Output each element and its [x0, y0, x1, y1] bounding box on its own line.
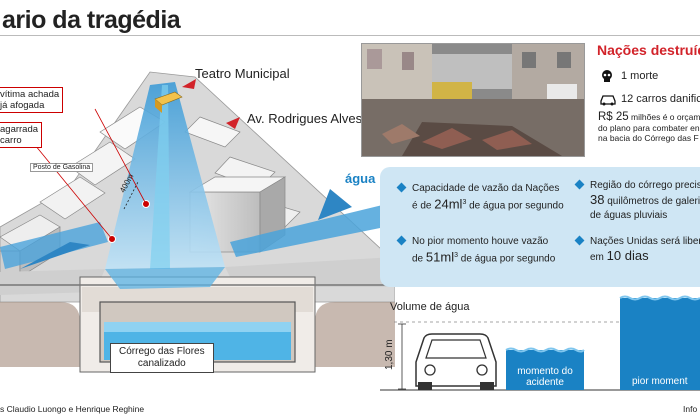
diamond-bullet-icon — [396, 235, 407, 246]
vitima-callout: vítima achada já afogada — [0, 87, 64, 113]
corrego-line2: canalizado — [137, 358, 186, 369]
title-divider — [0, 35, 700, 36]
vazao-sup: 3 — [454, 252, 458, 259]
title-bar: ario da tragédia — [0, 0, 700, 36]
vazao-value: 51ml — [425, 249, 455, 265]
bullet-regiao: Região do córrego precisa 38 quilômetros… — [574, 179, 700, 223]
liberacao-pre: em — [590, 252, 607, 263]
pior-label: pior moment — [632, 376, 688, 387]
bullet-liberacao: Nações Unidas será libera em 10 dias — [574, 235, 700, 265]
carros-text: 12 carros danificado — [621, 93, 700, 105]
scene-photo — [361, 43, 585, 157]
stat-carros: 12 carros danificado — [599, 92, 700, 106]
diamond-bullet-icon — [574, 235, 585, 246]
cost-value: R$ 25 — [598, 111, 629, 123]
cost-line1: milhões é o orçam — [628, 112, 700, 122]
diamond-bullet-icon — [396, 182, 407, 193]
footer: s Claudio Luongo e Henrique Reghine Info — [0, 402, 700, 416]
regiao-line2: quilômetros de galeria — [604, 196, 700, 207]
capacidade-line1: Capacidade de vazão da Nações — [412, 183, 560, 194]
vazao-line1: No pior momento houve vazão — [412, 236, 549, 247]
height-label: 1,30 m — [384, 339, 395, 370]
credits: s Claudio Luongo e Henrique Reghine — [0, 404, 145, 414]
regiao-line3: de águas pluviais — [590, 210, 668, 221]
corrego-line1: Córrego das Flores — [119, 346, 205, 357]
avenida-label: Av. Rodrigues Alves — [247, 111, 363, 126]
volume-drawing — [380, 295, 700, 391]
info-panel: Capacidade de vazão da Nações é de 24ml3… — [380, 167, 700, 287]
stat-morte: 1 morte — [599, 69, 658, 83]
capacidade-sup: 3 — [462, 199, 467, 206]
vazao-pre: de — [412, 253, 426, 265]
volume-comparison: Volume de água 1,30 m momento do acident… — [380, 294, 700, 402]
corrego-callout: Córrego das Flores canalizado — [110, 343, 214, 373]
cost-line2: do plano para combater en — [598, 122, 700, 133]
skull-icon — [599, 69, 617, 83]
bullet-capacidade: Capacidade de vazão da Nações é de 24ml3… — [396, 182, 564, 213]
posto-label: Posto de Gasolina — [30, 163, 94, 172]
agarrada-line2: carro — [0, 135, 22, 146]
volume-title: Volume de água — [390, 301, 470, 313]
agarrada-line1: agarrada — [0, 124, 39, 135]
capacidade-value: 24ml — [434, 196, 463, 212]
agua-label: água — [345, 171, 376, 186]
liberacao-line1: Nações Unidas será libera — [590, 236, 700, 247]
diamond-bullet-icon — [574, 179, 585, 190]
page-title: ario da tragédia — [2, 6, 181, 34]
cost-line3: na bacia do Córrego das F — [598, 133, 699, 143]
vitima-line1: vítima achada — [0, 89, 60, 100]
vitima-line2: já afogada — [0, 100, 45, 111]
capacidade-post: de água por segundo — [466, 200, 564, 212]
regiao-value: 38 — [590, 192, 605, 207]
damage-stats: Nações destruíd 1 morte 12 carros danifi… — [597, 42, 700, 152]
capacidade-pre: é de — [412, 200, 435, 212]
regiao-line1: Região do córrego precisa — [590, 180, 700, 191]
cost-text: R$ 25 milhões é o orçam do plano para co… — [598, 111, 700, 144]
teatro-label: Teatro Municipal — [195, 66, 290, 81]
acidente-label: momento do acidente — [508, 366, 582, 388]
debris-photo — [362, 44, 584, 156]
bullet-vazao: No pior momento houve vazão de 51ml3 de … — [396, 235, 556, 266]
car-icon — [599, 92, 617, 106]
source: Info — [683, 404, 698, 414]
morte-text: 1 morte — [621, 70, 659, 82]
acidente-line2: acidente — [526, 377, 564, 388]
agarrada-callout: agarrada carro — [0, 122, 43, 148]
street-illustration: Teatro Municipal Av. Rodrigues Alves águ… — [0, 37, 396, 402]
vazao-post: de água por segundo — [458, 253, 556, 265]
liberacao-value: 10 dias — [606, 248, 649, 263]
stats-heading: Nações destruíd — [597, 42, 700, 58]
acidente-line1: momento do — [517, 366, 573, 377]
